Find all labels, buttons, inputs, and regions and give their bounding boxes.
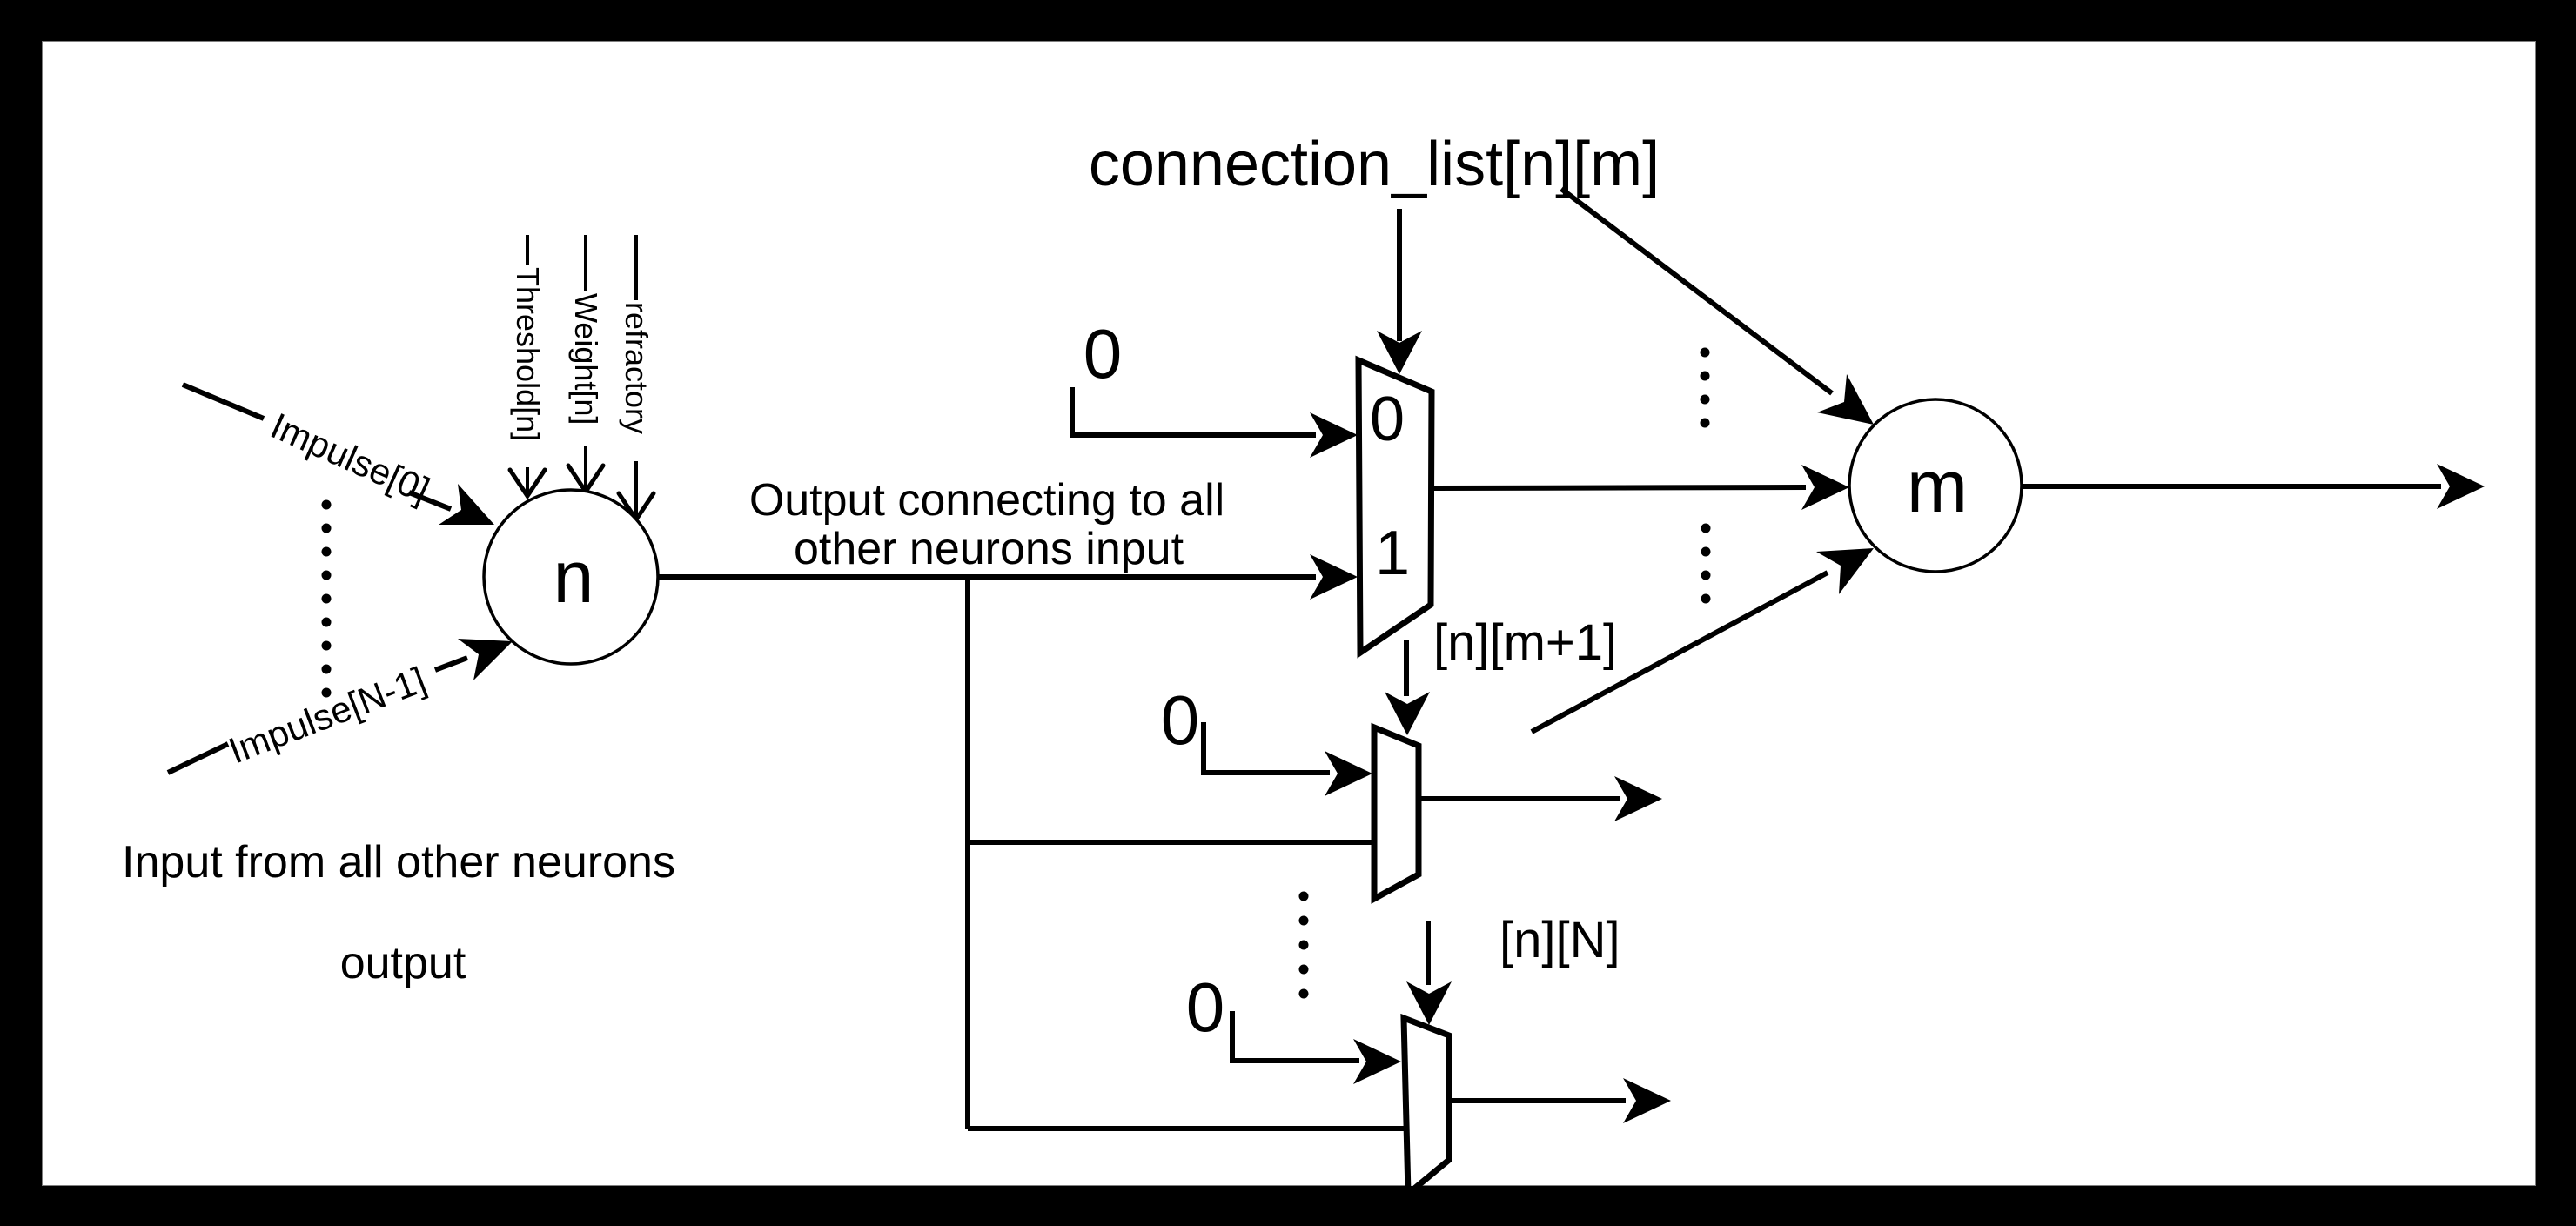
select3-arrowhead-icon — [1406, 981, 1452, 1025]
figure-title: connection_list[n][m] — [1089, 130, 1660, 199]
const0-mux2-label: 0 — [1161, 681, 1200, 759]
impulseN-arrowhead-icon — [458, 639, 513, 680]
neuron-m-label: m — [1907, 446, 1968, 527]
mux1-input0-port-label: 0 — [1370, 385, 1405, 454]
left-caption-line2: output — [340, 938, 466, 988]
m-output-arrowhead-icon — [2437, 464, 2485, 509]
const0-mux1-label: 0 — [1083, 315, 1123, 392]
select3-signal-label: [n][N] — [1499, 912, 1620, 968]
const0-mux3-arrowhead-icon — [1353, 1039, 1401, 1084]
impulse0-line-start — [181, 382, 265, 421]
inner-hairline-border — [41, 40, 2537, 1187]
m-input-top-arrowhead-icon — [1817, 374, 1874, 425]
m-input-bottom-arrowhead-icon — [1816, 548, 1874, 594]
impulse0-arrowhead-icon — [439, 484, 494, 525]
impulseN-line-start — [166, 741, 230, 775]
m-lower-ellipsis-dots — [1701, 523, 1711, 604]
const0-mux3-wire — [1230, 1011, 1359, 1063]
mux1-shape — [1355, 355, 1435, 659]
const0-mux3-label: 0 — [1186, 968, 1225, 1046]
mux1-input1-arrowhead-icon — [1310, 554, 1358, 600]
mux1-input0-arrowhead-icon — [1310, 412, 1358, 458]
mux2-shape — [1371, 722, 1422, 904]
mux2-output-arrowhead-icon — [1614, 776, 1662, 821]
center-caption-line1: Output connecting to all — [749, 475, 1224, 526]
mux1-output-wire — [1431, 485, 1807, 491]
mux3-shape — [1400, 1013, 1452, 1201]
impulseN-line-end — [433, 655, 469, 673]
param-threshold-label: Threshold[n] — [510, 267, 546, 441]
neuron-n-circle — [482, 488, 660, 666]
center-caption-line2: other neurons input — [794, 524, 1184, 574]
m-input-bottom-diagonal — [1530, 570, 1829, 734]
impulse-ellipsis-dots — [321, 499, 332, 698]
select2-signal-label: [n][m+1] — [1433, 614, 1617, 671]
const0-mux2-wire — [1201, 722, 1330, 775]
neuron-m-circle — [1848, 398, 2023, 573]
mux-column-ellipsis-dots — [1298, 891, 1309, 999]
param-refractory-label: refractory — [619, 302, 654, 434]
select2-arrowhead-icon — [1385, 692, 1430, 735]
const0-mux2-arrowhead-icon — [1325, 751, 1372, 796]
mux1-input1-port-label: 1 — [1375, 519, 1410, 588]
select1-arrowhead-icon — [1377, 331, 1422, 374]
left-caption-line1: Input from all other neurons — [122, 837, 675, 888]
neuron-n-label: n — [553, 536, 594, 618]
m-input-mid-arrowhead-icon — [1801, 465, 1849, 510]
threshold-arrow-icon — [507, 467, 547, 500]
const0-mux1-wire — [1070, 387, 1316, 438]
mux3-output-arrowhead-icon — [1623, 1078, 1671, 1123]
m-upper-ellipsis-dots — [1700, 347, 1710, 428]
m-input-top-diagonal — [1560, 186, 1834, 396]
param-weight-label: Weight[n] — [568, 293, 604, 425]
impulse0-line-end — [407, 490, 453, 512]
